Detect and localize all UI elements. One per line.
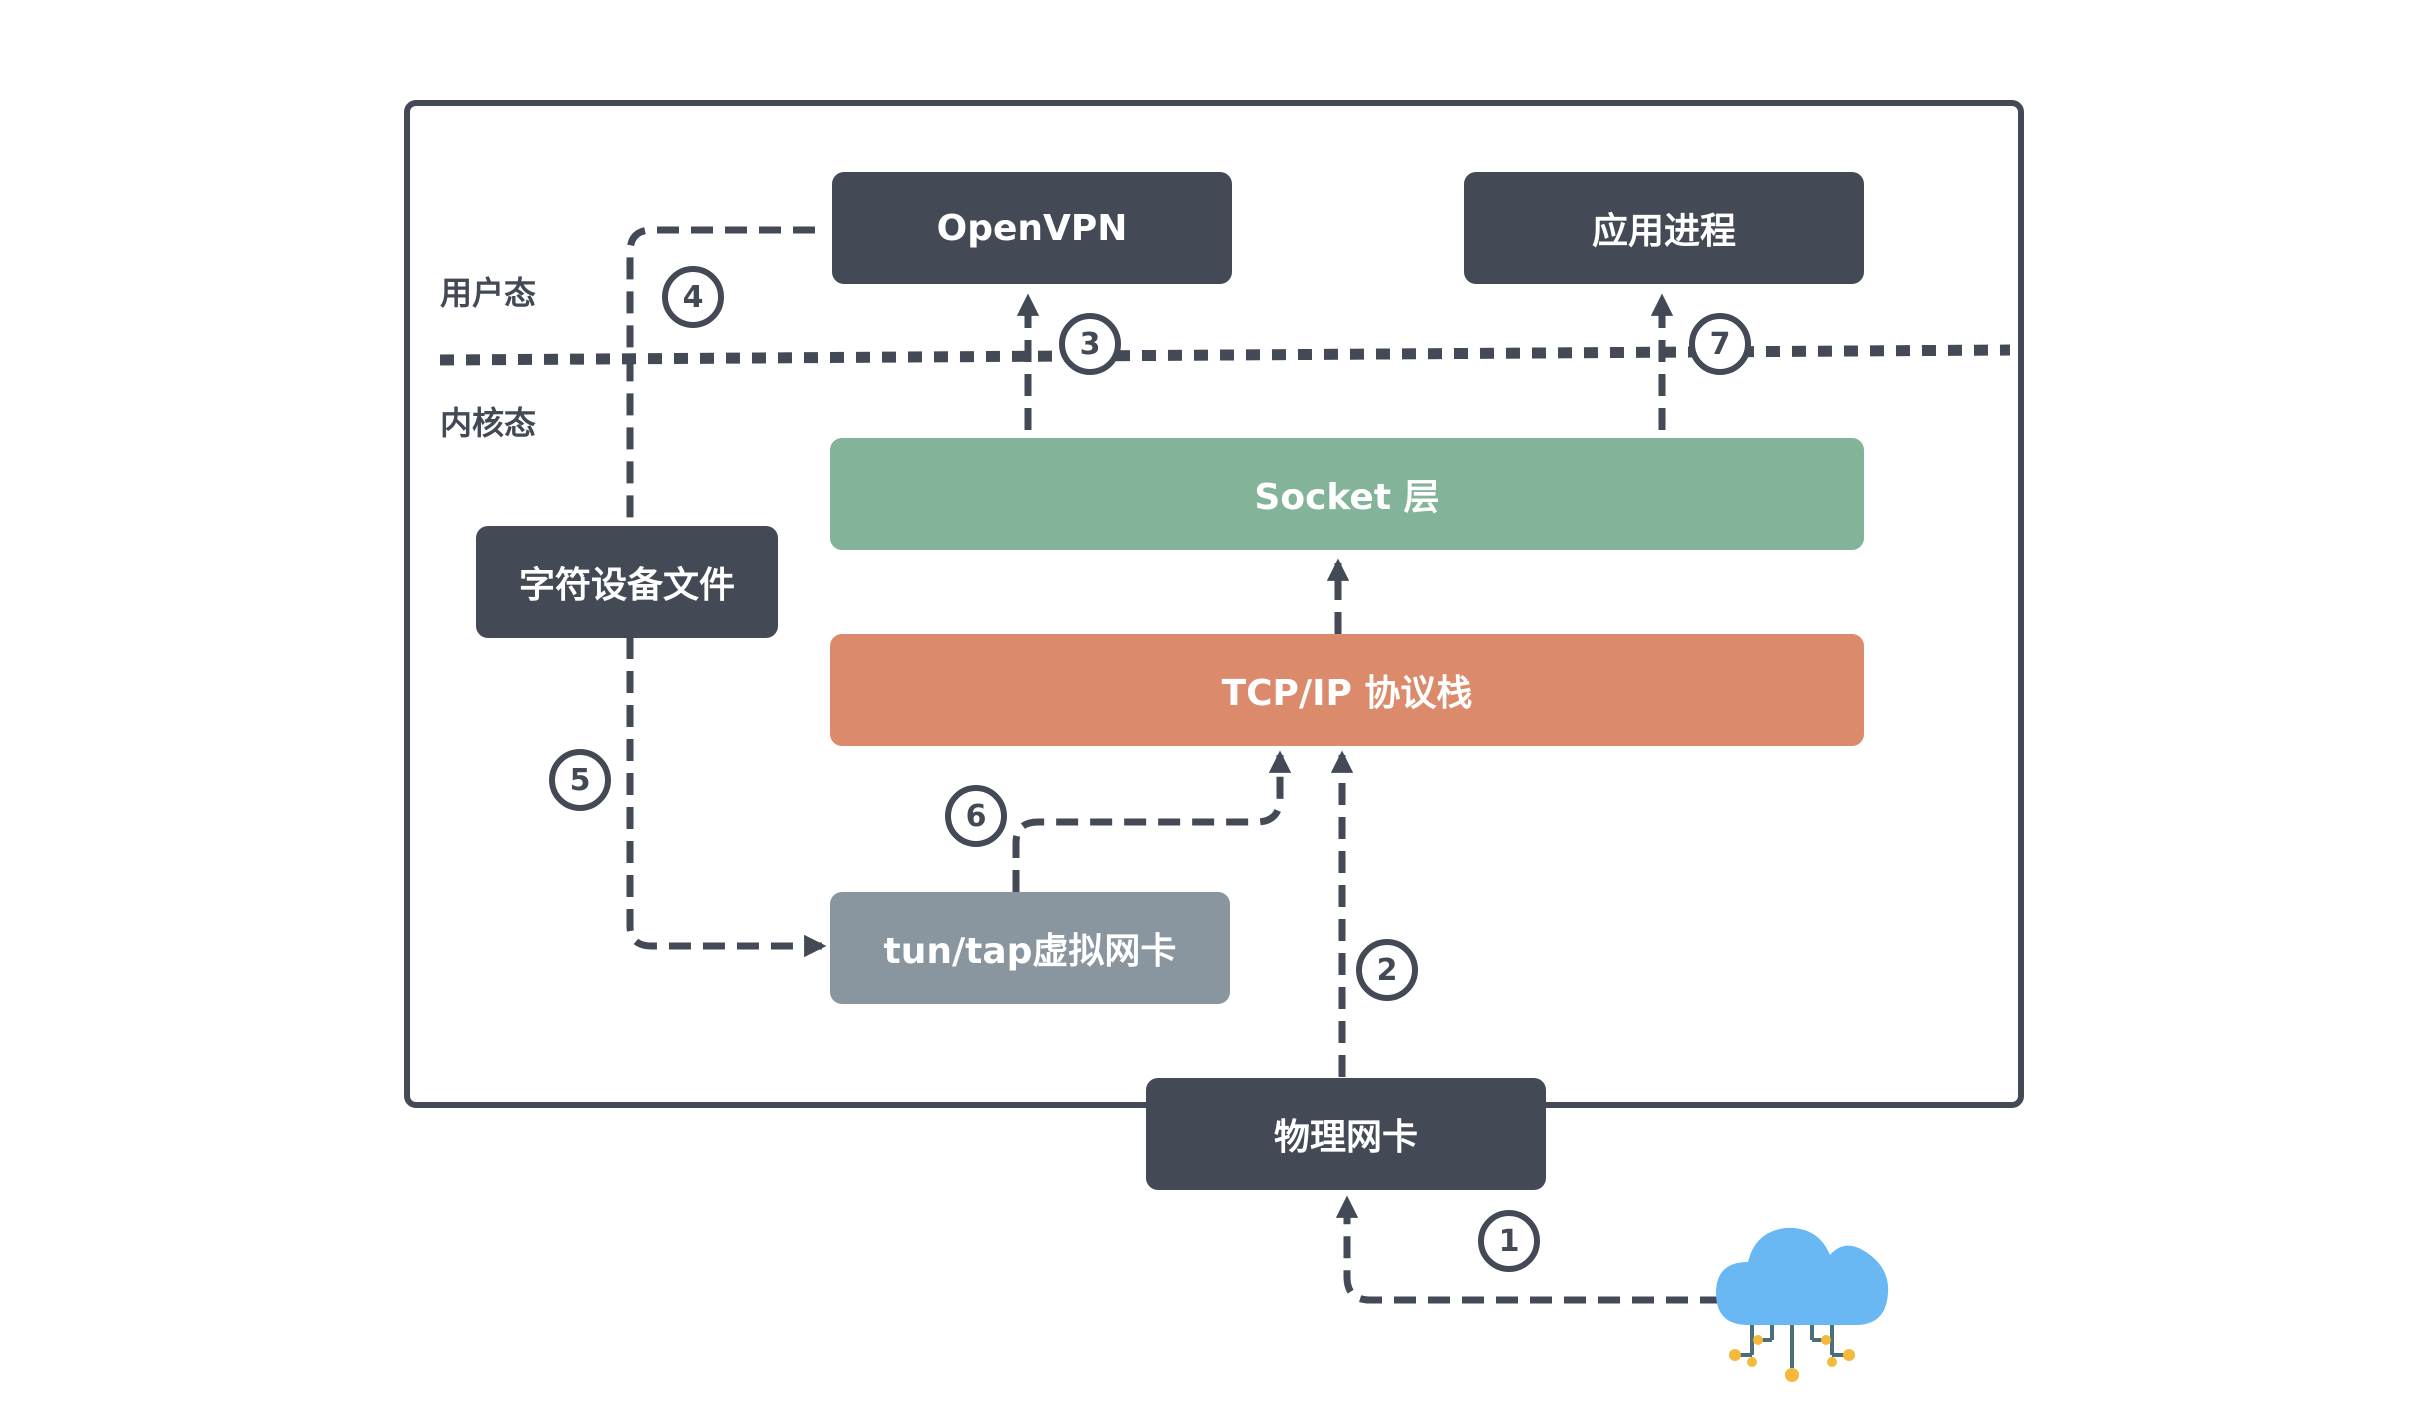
user-space-label: 用户态: [440, 274, 537, 312]
kernel-space-label: 内核态: [440, 404, 537, 442]
step-1-marker: 1: [1478, 1210, 1540, 1272]
step-3-marker: 3: [1059, 313, 1121, 375]
tcpip-stack-box: TCP/IP 协议栈: [830, 634, 1864, 746]
arrow-cloud-to-nic: [1335, 1195, 1722, 1304]
arrow-chardev-to-tuntap: [626, 637, 827, 958]
arrow-openvpn-to-chardev: [626, 226, 815, 526]
step-7-marker: 7: [1689, 313, 1751, 375]
socket-layer-box: Socket 层: [830, 438, 1864, 550]
cloud-network-icon: [1716, 1227, 1889, 1382]
physical-nic-box: 物理网卡: [1146, 1078, 1546, 1190]
step-6-marker: 6: [945, 785, 1007, 847]
step-4-marker: 4: [662, 266, 724, 328]
step-5-marker: 5: [549, 749, 611, 811]
step-2-marker: 2: [1356, 939, 1418, 1001]
char-device-box: 字符设备文件: [476, 526, 778, 638]
openvpn-box: OpenVPN: [832, 172, 1232, 284]
app-process-box: 应用进程: [1464, 172, 1864, 284]
tun-tap-box: tun/tap虚拟网卡: [830, 892, 1230, 1004]
